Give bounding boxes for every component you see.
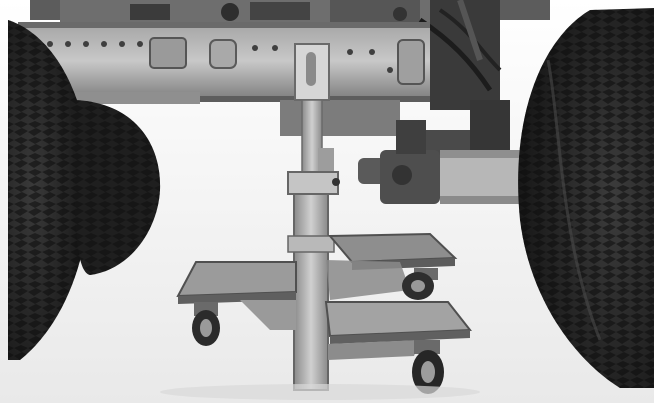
caster-wheel xyxy=(192,302,220,346)
caster-wheel xyxy=(402,268,438,300)
caster-wheel xyxy=(412,340,444,394)
left-front-tire xyxy=(70,100,161,275)
right-rear-tire xyxy=(518,8,654,388)
left-rear-tire xyxy=(8,20,91,360)
ground-shadow xyxy=(160,384,480,400)
jack-stand xyxy=(176,43,472,394)
frame-rail xyxy=(18,22,430,136)
